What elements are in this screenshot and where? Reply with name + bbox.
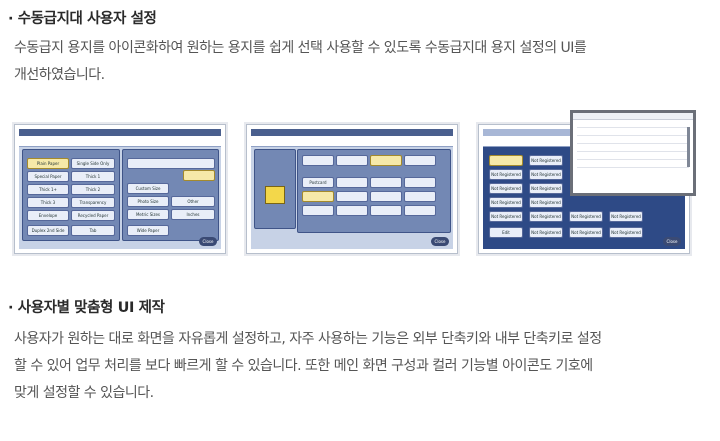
- recycled-paper-button[interactable]: Recycled Paper: [71, 210, 115, 221]
- paper-size-prompt: [127, 158, 215, 169]
- popup-row: [577, 152, 689, 160]
- section2-line1: 사용자가 원하는 대로 화면을 자유롭게 설정하고, 자주 사용하는 기능은 외…: [14, 331, 602, 347]
- popup-row: [577, 136, 689, 144]
- program-11-button[interactable]: Not Registered: [569, 211, 603, 222]
- envelope-size-panel: Postcard: [297, 149, 451, 233]
- envelope-size-1[interactable]: [336, 177, 368, 188]
- envelope-button[interactable]: Envelope: [27, 210, 69, 221]
- screenshot-bypass-paper-type: Plain Paper Single Side Only Special Pap…: [14, 124, 226, 254]
- popup-row: [577, 144, 689, 152]
- metric-sizes-button[interactable]: Metric Sizes: [127, 209, 169, 220]
- other-size-button[interactable]: [183, 170, 215, 181]
- transparency-button[interactable]: Transparency: [71, 197, 115, 208]
- thick2-button[interactable]: Thick 2: [71, 184, 115, 195]
- program-10-button[interactable]: Not Registered: [529, 211, 563, 222]
- program-9-button[interactable]: Not Registered: [489, 211, 523, 222]
- photo-size-button[interactable]: Photo Size: [127, 196, 169, 207]
- envelope-size-3[interactable]: [404, 177, 436, 188]
- program-14-button[interactable]: Not Registered: [569, 227, 603, 238]
- tray-preview-panel: [254, 149, 296, 229]
- program-12-button[interactable]: Not Registered: [609, 211, 643, 222]
- postcard-button[interactable]: Postcard: [302, 177, 334, 188]
- envelope-size-9[interactable]: [336, 205, 368, 216]
- popup-row: [577, 128, 689, 136]
- program-13-button[interactable]: Not Registered: [529, 227, 563, 238]
- size-option-2[interactable]: [336, 155, 368, 166]
- program-5-button[interactable]: Not Registered: [489, 183, 523, 194]
- screen-panel-1: Plain Paper Single Side Only Special Pap…: [19, 129, 221, 249]
- section1-title: · 수동급지대 사용자 설정: [8, 11, 157, 27]
- section2-line3: 맞게 설정할 수 있습니다.: [14, 385, 154, 401]
- section1-line1: 수동급지 용지를 아이콘화하여 원하는 용지를 쉽게 선택 사용할 수 있도록 …: [14, 40, 587, 56]
- program-7-button[interactable]: Not Registered: [489, 197, 523, 208]
- size-option-1[interactable]: [302, 155, 334, 166]
- thick1-button[interactable]: Thick 1: [71, 171, 115, 182]
- tray-icon: [265, 186, 285, 204]
- info-bar: [251, 136, 453, 147]
- plain-paper-button[interactable]: Plain Paper: [27, 158, 69, 169]
- section1-line2: 개선하였습니다.: [14, 67, 105, 83]
- envelope-size-7[interactable]: [404, 191, 436, 202]
- custom-size-button[interactable]: Custom Size: [127, 183, 169, 194]
- tab-button[interactable]: Tab: [71, 225, 115, 236]
- section2-description: 사용자가 원하는 대로 화면을 자유롭게 설정하고, 자주 사용하는 기능은 외…: [14, 326, 714, 407]
- close-button[interactable]: Close: [199, 237, 217, 246]
- paper-type-panel: Plain Paper Single Side Only Special Pap…: [22, 149, 120, 241]
- other-button[interactable]: Other: [171, 196, 215, 207]
- envelope-size-4[interactable]: [302, 191, 334, 202]
- size-option-3[interactable]: [370, 155, 402, 166]
- program-8-button[interactable]: Not Registered: [529, 197, 563, 208]
- title-bar: [19, 129, 221, 136]
- thick1plus-button[interactable]: Thick 1+: [27, 184, 69, 195]
- envelope-size-2[interactable]: [370, 177, 402, 188]
- info-bar: [19, 136, 221, 147]
- screen-panel-2: Postcard Close: [251, 129, 453, 249]
- close-button[interactable]: Close: [663, 237, 681, 246]
- wide-paper-button[interactable]: Wide Paper: [127, 225, 169, 236]
- program-3-button[interactable]: Not Registered: [489, 169, 523, 180]
- envelope-size-5[interactable]: [336, 191, 368, 202]
- title-bar: [251, 129, 453, 136]
- popup-row: [577, 120, 689, 128]
- popup-header: [573, 113, 693, 120]
- edit-button[interactable]: Edit: [489, 227, 523, 238]
- envelope-size-8[interactable]: [302, 205, 334, 216]
- screenshot-envelope-postcard: Postcard Close: [246, 124, 458, 254]
- close-button[interactable]: Close: [431, 237, 449, 246]
- envelope-size-10[interactable]: [370, 205, 402, 216]
- inches-button[interactable]: Inches: [171, 209, 215, 220]
- envelope-size-6[interactable]: [370, 191, 402, 202]
- program-15-button[interactable]: Not Registered: [609, 227, 643, 238]
- program-4-button[interactable]: Not Registered: [529, 169, 563, 180]
- single-side-button[interactable]: Single Side Only: [71, 158, 115, 169]
- popup-row: [577, 160, 689, 168]
- section2-line2: 할 수 있어 업무 처리를 보다 빠르게 할 수 있습니다. 또한 메인 화면 …: [14, 358, 593, 374]
- envelope-size-11[interactable]: [404, 205, 436, 216]
- thick3-button[interactable]: Thick 3: [27, 197, 69, 208]
- program-1-button[interactable]: [489, 155, 523, 166]
- duplex-button[interactable]: Duplex 2nd Side: [27, 225, 69, 236]
- program-detail-popup: [570, 110, 696, 196]
- section1-description: 수동급지 용지를 아이콘화하여 원하는 용지를 쉽게 선택 사용할 수 있도록 …: [14, 35, 714, 89]
- section2-title: · 사용자별 맞춤형 UI 제작: [8, 300, 165, 316]
- size-option-4[interactable]: [404, 155, 436, 166]
- special-paper-button[interactable]: Special Paper: [27, 171, 69, 182]
- popup-scrollbar[interactable]: [687, 127, 690, 167]
- paper-size-panel: Custom Size Photo Size Other Metric Size…: [122, 149, 219, 241]
- program-2-button[interactable]: Not Registered: [529, 155, 563, 166]
- program-6-button[interactable]: Not Registered: [529, 183, 563, 194]
